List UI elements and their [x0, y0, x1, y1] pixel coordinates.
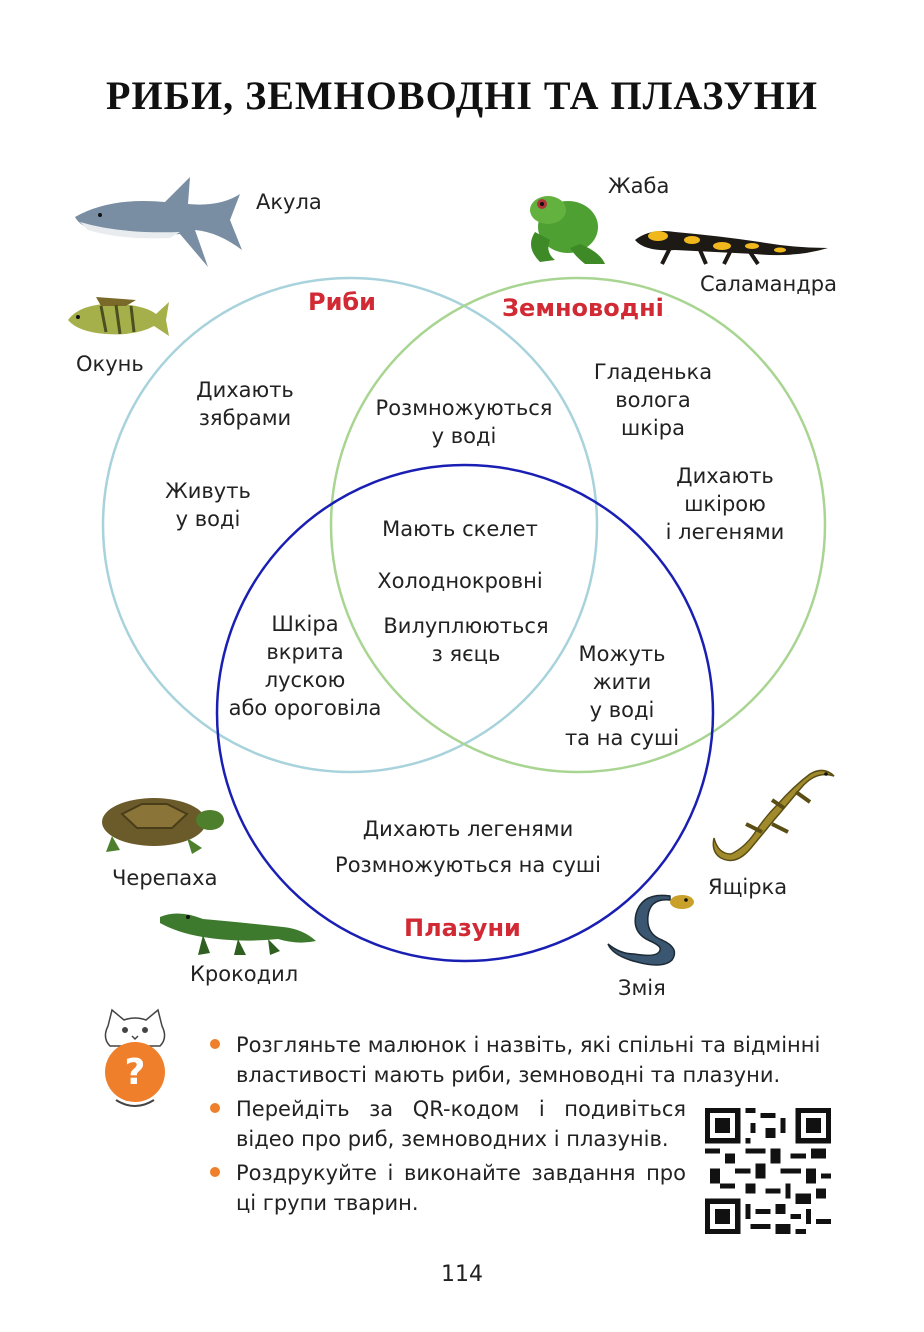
qr-code[interactable]: [705, 1108, 831, 1234]
task-item: Перейдіть за QR-кодом і подивіться відео…: [206, 1094, 686, 1154]
reptiles-only-text-1: Дихають легенями: [362, 817, 574, 841]
page-title: РИБИ, ЗЕМНОВОДНІ ТА ПЛАЗУНИ: [106, 73, 818, 118]
question-mark-icon: ?: [104, 1008, 166, 1107]
snake-icon: [607, 894, 694, 966]
all-groups-text-3: Вилуплюються з яєць: [383, 614, 549, 666]
reptile-circle: [215, 463, 715, 963]
amphibians-reptiles-text: Можуть жити у воді та на суші: [564, 642, 680, 750]
amphibians-only-text-1: Гладенька волога шкіра: [593, 360, 713, 440]
lizard-icon: [712, 769, 835, 862]
fish-circle: [101, 276, 599, 774]
bullet-icon: [210, 1103, 220, 1113]
fish-reptiles-text: Шкіра вкрита лускою або ороговіла: [228, 612, 382, 720]
perch-label: Окунь: [76, 352, 144, 376]
page-number: 114: [441, 1262, 483, 1287]
amphibian-circle: [329, 276, 827, 774]
frog-icon: [530, 196, 605, 264]
amphibians-only-text-2: Дихають шкірою і легенями: [665, 464, 785, 544]
crocodile-label: Крокодил: [190, 962, 299, 986]
lizard-label: Ящірка: [708, 875, 788, 899]
fish-amphibians-text: Розмножуються у воді: [375, 396, 553, 448]
task-item: Розгляньте малюнок і назвіть, які спільн…: [206, 1030, 846, 1090]
all-groups-text-2: Холоднокровні: [377, 569, 543, 593]
fish-only-text-1: Дихають зябрами: [196, 378, 294, 430]
snake-label: Змія: [618, 976, 666, 1000]
amphibian-set-label: Земноводні: [502, 294, 664, 322]
all-groups-text-1: Мають скелет: [382, 517, 538, 541]
bullet-icon: [210, 1039, 220, 1049]
svg-text:?: ?: [125, 1052, 146, 1093]
task-list: Розгляньте малюнок і назвіть, які спільн…: [206, 1030, 846, 1222]
turtle-icon: [102, 798, 224, 854]
reptile-set-label: Плазуни: [404, 914, 521, 942]
reptiles-only-text-2: Розмножуються на суші: [335, 853, 601, 877]
salamander-label: Саламандра: [700, 272, 837, 296]
crocodile-icon: [160, 913, 316, 955]
salamander-icon: [635, 231, 828, 266]
perch-icon: [68, 297, 169, 336]
fish-only-text-2: Живуть у воді: [165, 479, 251, 531]
fish-set-label: Риби: [308, 288, 376, 316]
shark-label: Акула: [256, 190, 322, 214]
task-item: Роздрукуйте і виконайте завдання про ці …: [206, 1158, 686, 1218]
turtle-label: Черепаха: [112, 866, 218, 890]
bullet-icon: [210, 1167, 220, 1177]
shark-icon: [75, 177, 242, 267]
frog-label: Жаба: [608, 174, 670, 198]
